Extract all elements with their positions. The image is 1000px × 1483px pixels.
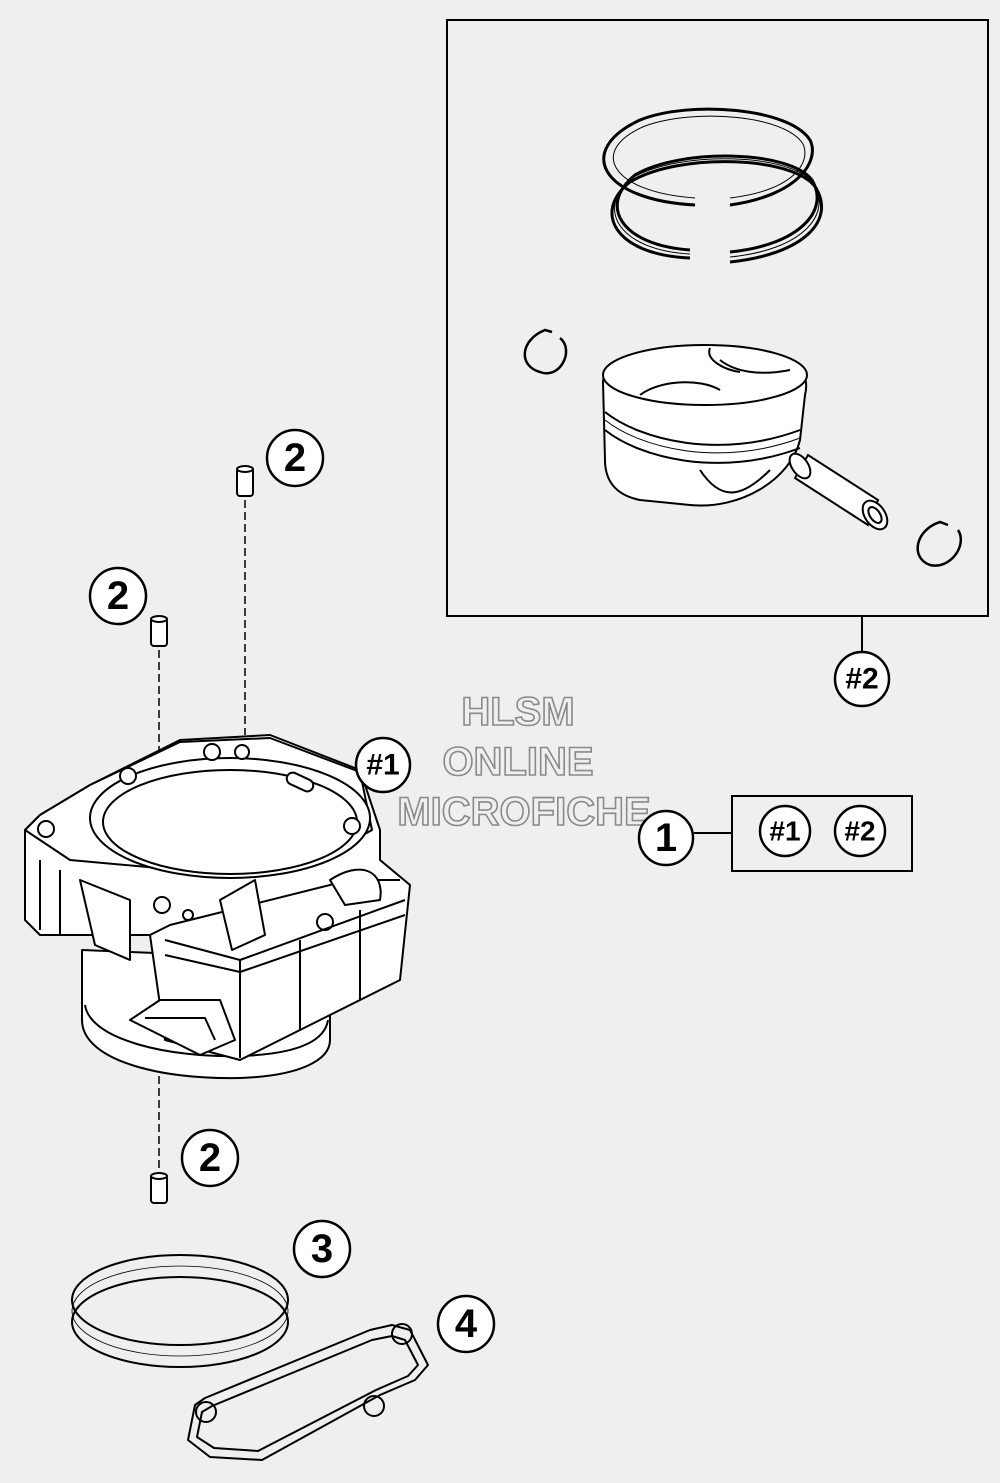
dowel-pin-bottom: [150, 1172, 168, 1204]
o-ring: [71, 1254, 289, 1368]
callout-dowel-top[interactable]: 2: [265, 428, 325, 488]
callout-kit-item-label: 1: [655, 816, 677, 860]
callout-dowel-bottom[interactable]: 2: [180, 1128, 240, 1188]
callout-base-gasket-label: 4: [455, 1302, 478, 1346]
kit-legend-box: #1 #2: [731, 795, 913, 872]
piston-pin-circlip-left: [523, 328, 568, 375]
callout-base-gasket[interactable]: 4: [436, 1294, 496, 1354]
piston: [601, 344, 808, 507]
callout-dowel-bottom-label: 2: [199, 1136, 221, 1180]
kit-legend-ref-a[interactable]: #1: [758, 804, 812, 858]
piston-pin: [788, 452, 889, 531]
piston-ring-lower: [610, 154, 823, 264]
kit-legend-ref-a-label: #1: [769, 816, 800, 847]
callout-kit-item[interactable]: 1: [637, 809, 732, 867]
callout-o-ring[interactable]: 3: [292, 1219, 352, 1279]
callout-cylinder-ref-label: #1: [366, 749, 399, 782]
piston-kit-group: [446, 19, 989, 652]
dowel-pin-upper-left: [150, 615, 168, 647]
callout-piston-kit-ref-label: #2: [845, 663, 878, 696]
callout-cylinder-ref[interactable]: #1: [354, 736, 412, 794]
callout-dowel-upper-left-label: 2: [107, 574, 129, 618]
callout-dowel-upper-left[interactable]: 2: [88, 566, 148, 626]
dowel-pin-top: [236, 465, 254, 497]
piston-kit-frame: [446, 19, 989, 617]
watermark: HLSM ONLINE MICROFICHE: [397, 689, 652, 835]
kit-legend-ref-b-label: #2: [844, 816, 875, 847]
watermark-line-1: HLSM: [461, 690, 574, 734]
base-gasket: [187, 1323, 429, 1461]
piston-pin-circlip-right: [916, 520, 963, 567]
cylinder: [24, 734, 411, 1080]
kit-legend-ref-b[interactable]: #2: [833, 804, 887, 858]
callout-dowel-top-label: 2: [284, 436, 306, 480]
callout-o-ring-label: 3: [311, 1227, 333, 1271]
watermark-line-2: ONLINE: [442, 740, 593, 784]
callout-piston-kit-ref[interactable]: #2: [833, 650, 891, 708]
watermark-line-3: MICROFICHE: [397, 790, 650, 834]
